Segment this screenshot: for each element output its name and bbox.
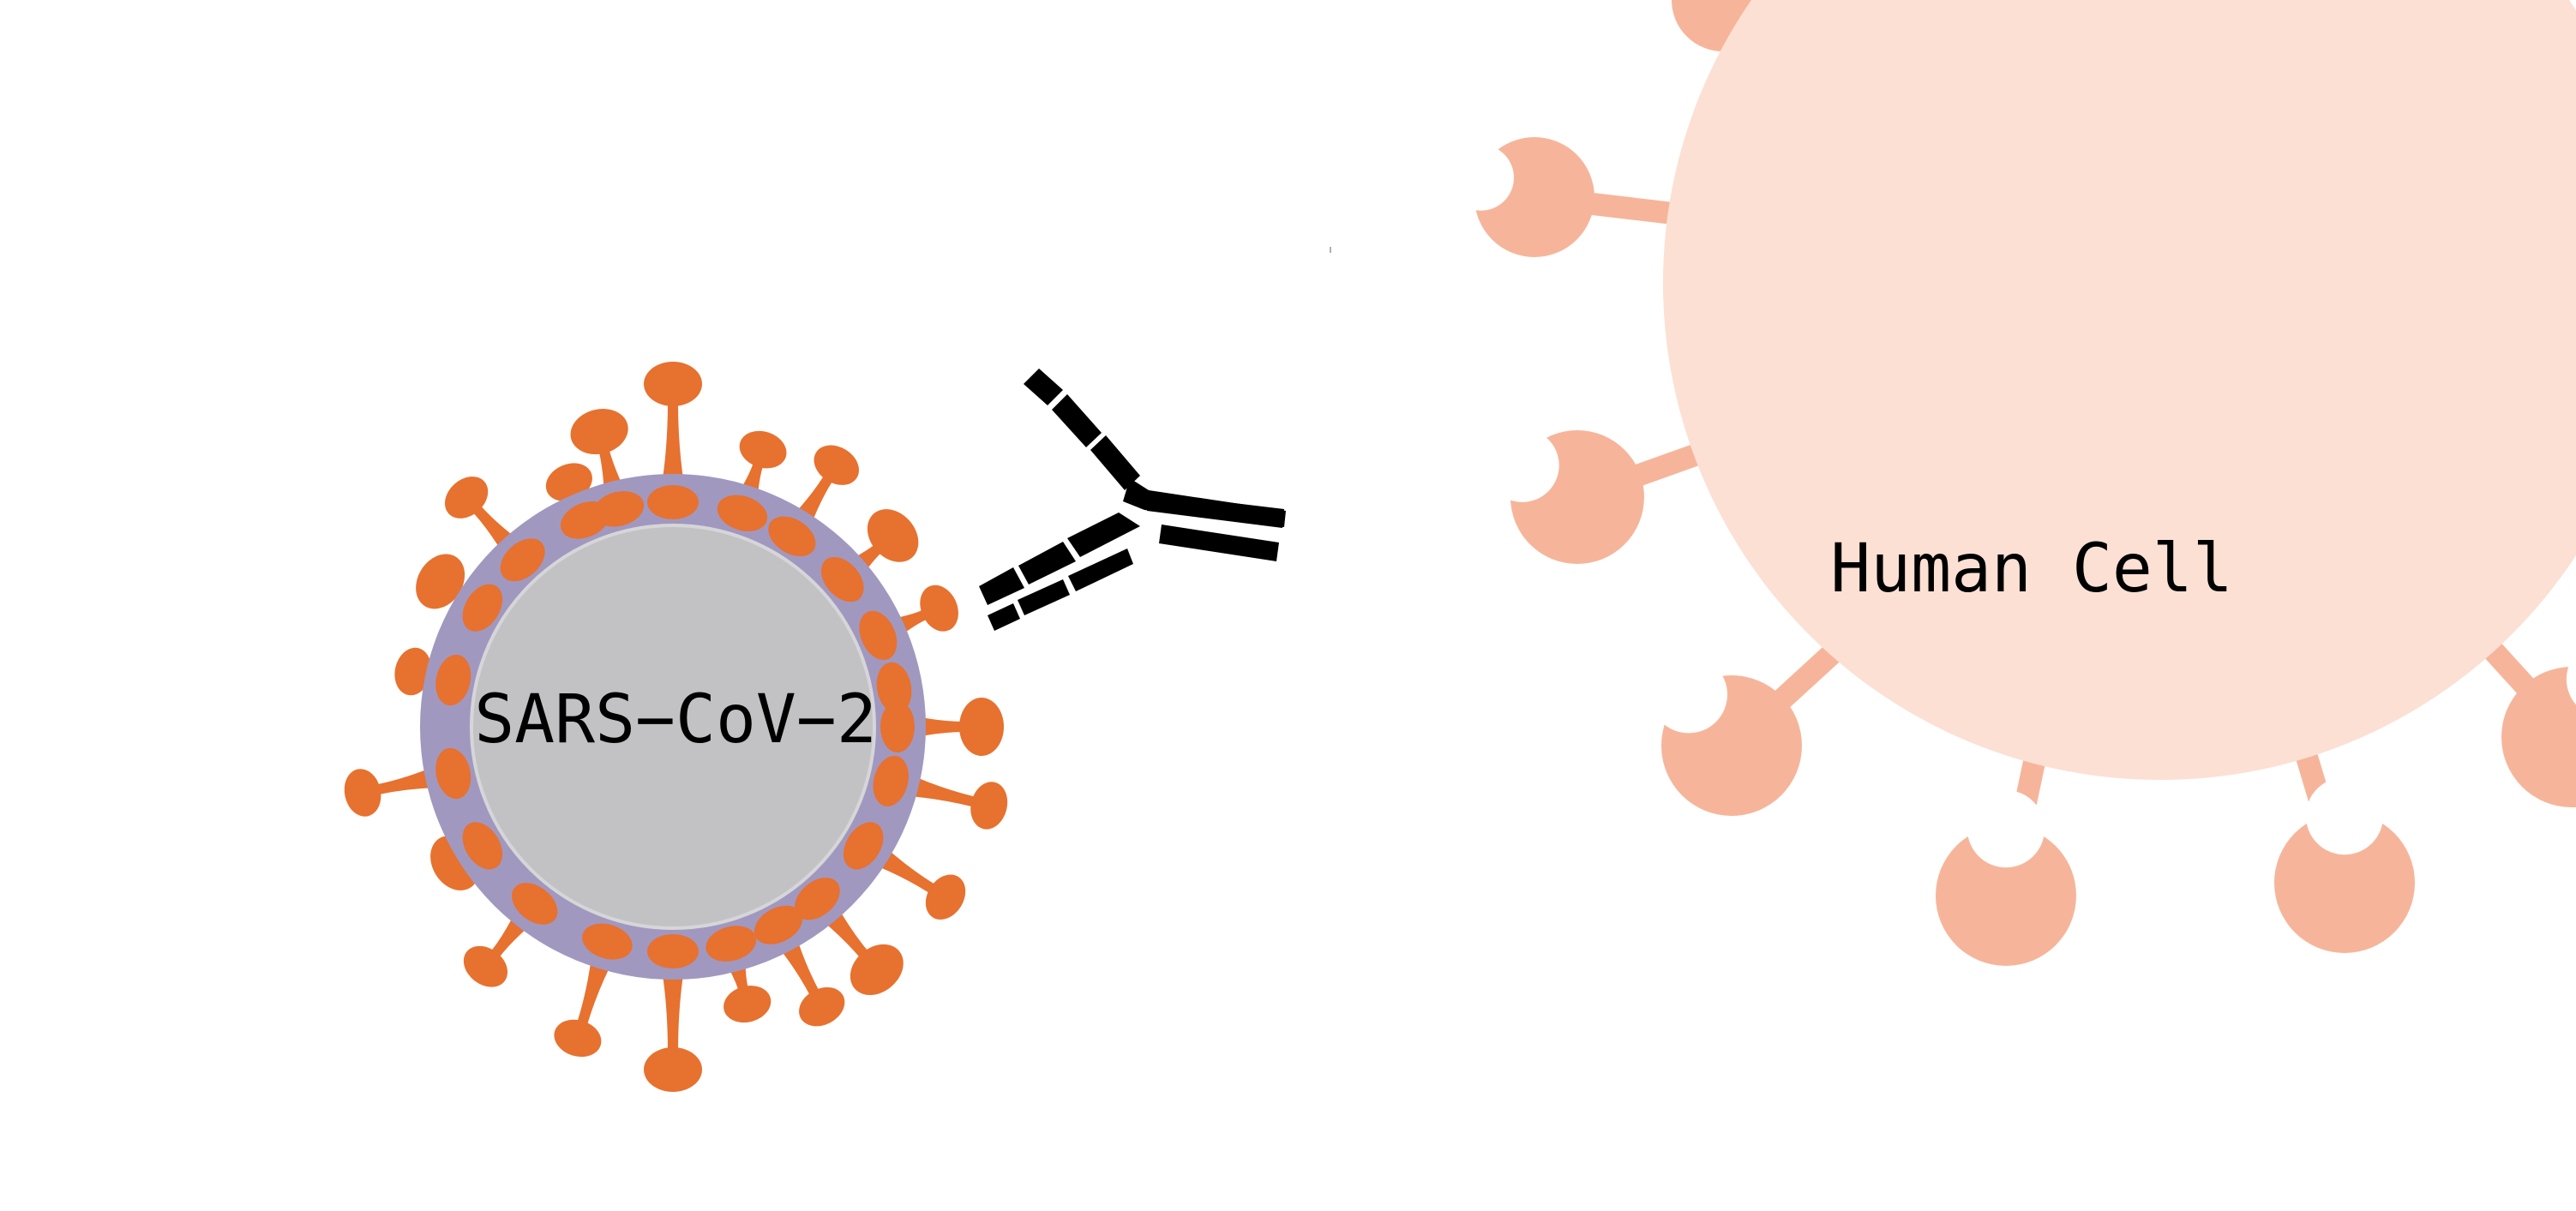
antibody-fc-lower [1159, 525, 1279, 561]
human-cell: Human Cell [1448, 0, 2576, 966]
antibody-light-chain-2 [1018, 579, 1070, 615]
cell-receptor-binding-site [1967, 790, 2045, 868]
virus-spike-head [814, 445, 859, 485]
cell-receptor-head [2501, 667, 2576, 807]
antibody-fc-upper [1147, 493, 1284, 528]
virus-spike-base [435, 654, 471, 706]
virus-spike-head [344, 769, 381, 817]
virus-spike-base [873, 755, 909, 806]
virus-spike-base [647, 485, 699, 519]
cell-receptor-binding-site [2305, 777, 2384, 855]
antibody-lower-arm-2 [1018, 542, 1076, 585]
virus-spike-base-group [435, 485, 915, 968]
virus-spike-base [880, 701, 915, 752]
antibody-lower-arm-3 [979, 567, 1024, 605]
virus-spike-head [724, 986, 772, 1023]
cell-receptor-binding-site [1649, 656, 1728, 734]
virus-spike-head [739, 430, 787, 469]
virus-spike-base [462, 822, 503, 870]
cell-receptor-binding-site [2566, 653, 2576, 705]
antibody [979, 369, 1286, 631]
virus-spike-head [644, 362, 702, 406]
virus-spike-head [959, 698, 1004, 756]
cell-receptor-binding-site [1485, 429, 1559, 502]
antibody-heavy-chain-upper-3 [1090, 435, 1140, 490]
virus-spike-head [554, 1019, 602, 1058]
virus-spike-head [394, 647, 432, 696]
virus-spike-base [435, 747, 471, 800]
virus-spike-base [820, 556, 864, 603]
virus-spike-base [500, 538, 545, 582]
virus-spike-base [512, 883, 558, 925]
virus-spike-base [582, 923, 633, 960]
sars-cov-2-virus: SARS−CoV−2 [344, 362, 1008, 1092]
virus-spike-base [647, 934, 699, 968]
cell-receptor-binding-site [1448, 144, 1515, 211]
virus-spike-head [570, 409, 628, 455]
virus-spike-base [876, 662, 912, 714]
virus-spike-base [462, 584, 503, 632]
virus-spike-base [593, 491, 645, 527]
virus-spike-head [867, 509, 919, 562]
virus-spike-head [463, 945, 508, 987]
human-cell-body [1663, 0, 2576, 780]
stray-mark [1330, 247, 1331, 253]
virus-spike-head [925, 874, 966, 920]
antibody-heavy-chain-upper-2 [1052, 394, 1102, 447]
antibody-light-chain-1 [1068, 549, 1133, 591]
cell-receptor-head [2274, 812, 2415, 953]
virus-core [470, 524, 876, 930]
virus-spike-head [416, 554, 465, 609]
virus-spike-base [754, 905, 803, 944]
antibody-lower-arm-1 [1067, 513, 1140, 557]
antibody-light-chain-3 [988, 603, 1020, 631]
virus-label: SARS−CoV−2 [474, 681, 877, 758]
cell-receptor-group [1448, 0, 2576, 966]
virus-spike-base [768, 516, 816, 557]
cell-receptor-head [1936, 825, 2076, 966]
virus-spike-base [843, 822, 884, 870]
virus-spike-base [706, 926, 757, 962]
virus-spike-head [920, 585, 958, 632]
antibody-heavy-chain-upper-1 [1024, 369, 1063, 405]
virus-spike-base [795, 878, 840, 920]
virus-spike-head [644, 1047, 702, 1092]
virus-spike-head [445, 477, 489, 519]
virus-spike-head [970, 782, 1008, 830]
virus-spike-head [850, 944, 904, 996]
virus-spike-head [799, 986, 845, 1027]
virus-spike-base [717, 495, 768, 531]
virus-spike-base [859, 610, 898, 661]
human-cell-label: Human Cell [1830, 531, 2233, 608]
